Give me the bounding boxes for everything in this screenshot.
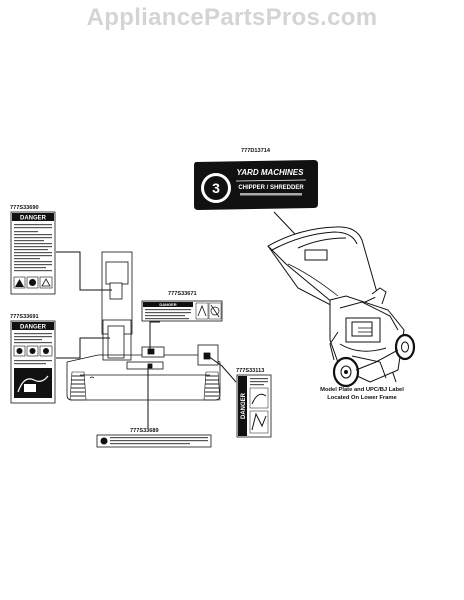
part-number-777S33689: 777S33689: [130, 428, 159, 434]
caption-line-2: Located On Lower Frame: [327, 395, 397, 401]
product-title: CHIPPER / SHREDDER: [238, 185, 304, 191]
yard-machines-decal: 3 YARD MACHINES CHIPPER / SHREDDER: [194, 160, 318, 210]
safety-icon: [29, 348, 36, 354]
danger-label-777S33691: DANGER: [10, 320, 56, 404]
caption-line-1: Model Plate and UPC/BJ Label: [320, 387, 404, 393]
safety-icon: [16, 348, 23, 354]
danger-strip-777S33671: DANGER: [141, 300, 223, 322]
part-number-777S33691: 777S33691: [10, 314, 39, 320]
safety-icon: [43, 348, 49, 354]
label-location-lower: [107, 325, 125, 359]
prohibited-icon: [210, 304, 220, 318]
danger-label-777S33690: DANGER: [10, 211, 56, 295]
part-number-777S33671: 777S33671: [168, 291, 197, 297]
model-plate-caption: Model Plate and UPC/BJ Label Located On …: [317, 386, 407, 402]
hazard-symbol-icon: [29, 279, 36, 286]
warning-triangle-icon: [15, 279, 24, 287]
hand-hazard-icon: [251, 393, 267, 405]
chipper-hazard-illustration: [17, 375, 49, 393]
part-number-777S33690: 777S33690: [10, 205, 39, 211]
warning-symbol-icon: [100, 437, 108, 445]
decal-fine-print: [240, 193, 302, 196]
danger-heading: DANGER: [241, 392, 247, 419]
label-location-upper: [109, 282, 123, 300]
hand-hazard-icon: [41, 278, 51, 287]
chipper-perspective-view: [267, 226, 416, 388]
badge-number: 3: [212, 180, 220, 196]
hand-icon: [197, 304, 207, 317]
watermark: AppliancePartsPros.com: [86, 4, 378, 31]
part-number-777S33113: 777S33113: [236, 368, 265, 374]
brand-text: YARD MACHINES: [237, 168, 305, 177]
part-number-777D13714: 777D13714: [241, 148, 270, 154]
chipper-front-view: [66, 251, 221, 401]
danger-heading: DANGER: [20, 216, 47, 222]
danger-heading: DANGER: [159, 302, 176, 307]
foot-hazard-icon: [251, 412, 267, 431]
danger-heading: DANGER: [20, 325, 47, 331]
decal-location: [304, 249, 328, 261]
label-strip-777S33689: [96, 434, 212, 448]
danger-label-777S33113: DANGER: [236, 374, 272, 438]
